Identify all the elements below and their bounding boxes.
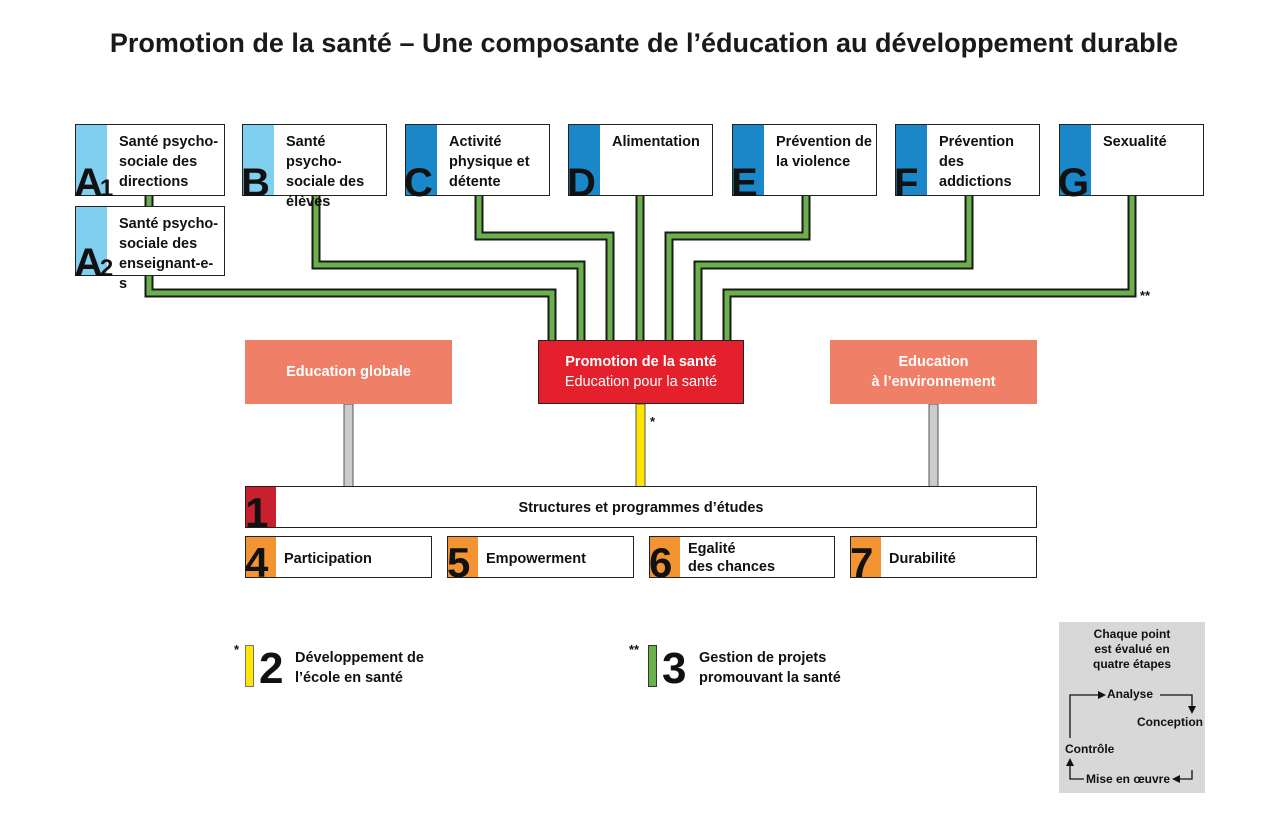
promotion-title: Promotion de la santé: [565, 354, 717, 370]
structures-bar: 1 Structures et programmes d’études: [245, 486, 1037, 534]
topic-strip: [406, 125, 437, 195]
legend-text-3-line1: Gestion de projets: [699, 650, 827, 666]
legend-text-2-line1: Développement de: [295, 650, 424, 666]
topic-letter: A2: [74, 241, 113, 285]
topic-label: Activité physique et détente: [449, 134, 530, 190]
legend-bar-yellow: [245, 645, 254, 687]
legend-number-2: 2: [259, 644, 284, 693]
topic-label: Santé psycho-sociale des enseignant-e-s: [119, 216, 219, 292]
legend-mark-single: *: [234, 642, 240, 657]
topic-label: Alimentation: [612, 134, 700, 150]
structures-number: 1: [245, 489, 269, 536]
principle-empowerment: 5 Empowerment: [447, 536, 634, 584]
evaluation-intro: Chaque point est évalué en quatre étapes: [1059, 627, 1205, 672]
step-conception: Conception: [1137, 715, 1203, 729]
promotion-subtitle: Education pour la santé: [564, 374, 718, 390]
principle-number-strip: [650, 537, 680, 577]
topic-label: Sexualité: [1103, 134, 1167, 150]
topic-strip: [1060, 125, 1091, 195]
principle-label: Empowerment: [486, 551, 586, 567]
topic-label: Santé psycho-sociale des directions: [119, 134, 219, 190]
marker-double-star: **: [1140, 288, 1151, 303]
connector-grey-right: [928, 403, 939, 488]
step-analyse: Analyse: [1107, 687, 1154, 701]
environnement-line1: Education: [898, 354, 969, 370]
topic-strip: [733, 125, 764, 195]
topic-box-e: E Prévention de la violence: [731, 124, 877, 203]
legend-number-3: 3: [662, 644, 687, 693]
principle-number: 7: [850, 539, 874, 586]
topic-box-d: D Alimentation: [567, 124, 713, 203]
topic-strip: [569, 125, 600, 195]
principle-label-line1: Egalité: [688, 541, 736, 557]
topic-label: Santé psycho-sociale des élèves: [286, 134, 365, 210]
topic-label: Prévention de la violence: [776, 134, 872, 170]
legend-text-3-line2: promouvant la santé: [699, 670, 841, 686]
topic-box-g: G Sexualité: [1058, 124, 1204, 203]
principle-durabilite: 7 Durabilité: [850, 536, 1037, 584]
topic-letter: A1: [74, 161, 113, 205]
topic-strip: [896, 125, 927, 195]
principle-number-strip: [246, 537, 276, 577]
legend-mark-double: **: [629, 642, 640, 657]
principle-label: Egalité des chances: [688, 540, 775, 576]
connector-yellow: [635, 403, 646, 488]
principle-number: 6: [649, 539, 673, 586]
principle-label: Durabilité: [889, 551, 956, 567]
topic-letter: D: [567, 161, 596, 205]
legend-text-2: Développement de l’école en santé: [295, 648, 424, 688]
principle-number-strip: [448, 537, 478, 577]
topic-box-b: B Santé psycho-sociale des élèves: [241, 124, 387, 210]
topic-box-a2: A2 Santé psycho-sociale des enseignant-e…: [74, 206, 225, 292]
legend-text-3: Gestion de projets promouvant la santé: [699, 648, 841, 688]
principle-participation: 4 Participation: [245, 536, 432, 584]
topic-letter: G: [1058, 161, 1089, 205]
topic-box-f: F Prévention des addictions: [894, 124, 1040, 203]
principle-label: Participation: [284, 551, 372, 567]
legend-text-2-line2: l’école en santé: [295, 670, 403, 686]
topic-letter: C: [404, 161, 433, 205]
evaluation-intro-line3: quatre étapes: [1092, 657, 1172, 671]
step-controle: Contrôle: [1065, 742, 1115, 756]
topic-strip: [243, 125, 274, 195]
principle-label-line2: des chances: [688, 559, 776, 575]
topic-letter: F: [894, 161, 918, 205]
structures-label: Structures et programmes d’études: [518, 500, 764, 516]
diagram-title: Promotion de la santé – Une composante d…: [109, 28, 1179, 58]
connector-grey-left: [343, 403, 354, 488]
legend-bar-green: [648, 645, 657, 687]
topic-box-a1: A1 Santé psycho-sociale des directions: [74, 124, 225, 203]
structures-number-strip: [246, 487, 276, 527]
box-promotion-sante: Promotion de la santé Education pour la …: [538, 340, 744, 404]
evaluation-intro-line2: est évalué en: [1094, 642, 1170, 656]
box-education-globale: Education globale: [245, 340, 452, 404]
step-mise-en-oeuvre: Mise en œuvre: [1086, 772, 1171, 786]
evaluation-box: Chaque point est évalué en quatre étapes…: [1059, 622, 1205, 793]
topic-box-c: C Activité physique et détente: [404, 124, 550, 203]
topic-strip: [76, 207, 107, 275]
marker-single-star: *: [650, 414, 656, 429]
principle-number: 5: [447, 539, 471, 586]
evaluation-intro-line1: Chaque point: [1093, 627, 1171, 641]
environnement-line2: à l’environnement: [871, 374, 996, 390]
topic-letter: E: [731, 161, 758, 205]
topic-letter: B: [241, 161, 270, 205]
box-education-environnement: Education à l’environnement: [830, 340, 1037, 404]
topic-label: Prévention des addictions: [939, 134, 1014, 190]
topic-strip: [76, 125, 107, 195]
principle-number: 4: [245, 539, 269, 586]
principle-egalite: 6 Egalité des chances: [649, 536, 835, 584]
principle-number-strip: [851, 537, 881, 577]
